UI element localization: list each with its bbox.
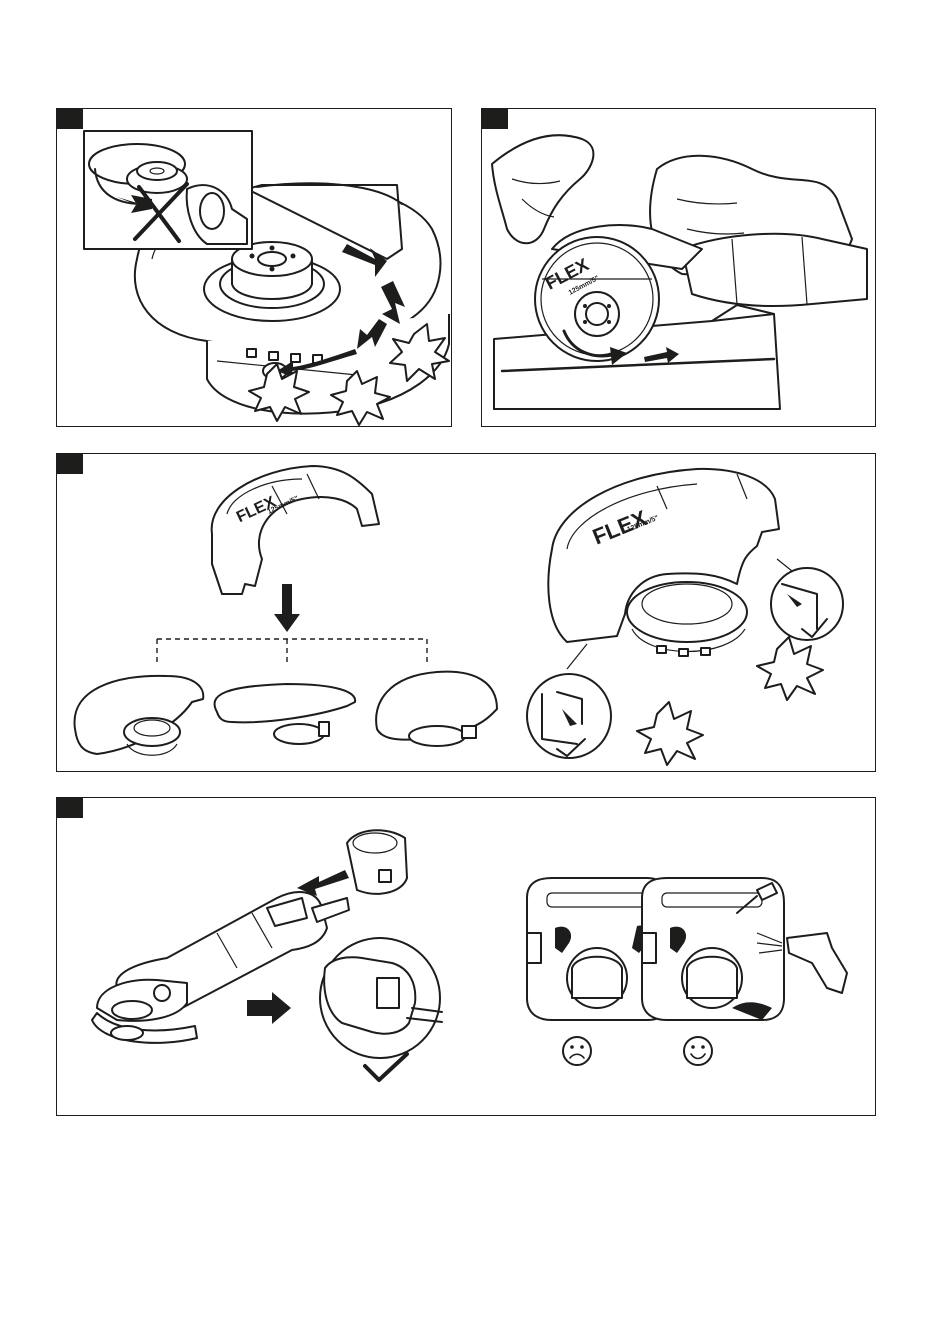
sad-face-icon [563,1037,591,1065]
arrow-icon [247,992,291,1024]
arrow-icon [274,584,300,632]
smiley-face-icon [684,1037,712,1065]
illustration-flange-tightening [57,109,452,427]
illustration-guard-fitting: FLEX 125mm/5" FLEX 125mm/5" [57,454,876,772]
panel-filter-cleaning [56,797,876,1116]
panel-guard-fitting: FLEX 125mm/5" FLEX 125mm/5" [56,453,876,772]
burst-star-icon [637,702,703,765]
illustration-cutting-direction: FLEX 125mm/5" [482,109,876,427]
burst-star-icon [757,637,823,700]
panel-flange-tightening [56,108,452,427]
illustration-filter-cleaning [57,798,876,1116]
panel-cutting-direction: FLEX 125mm/5" [481,108,876,427]
